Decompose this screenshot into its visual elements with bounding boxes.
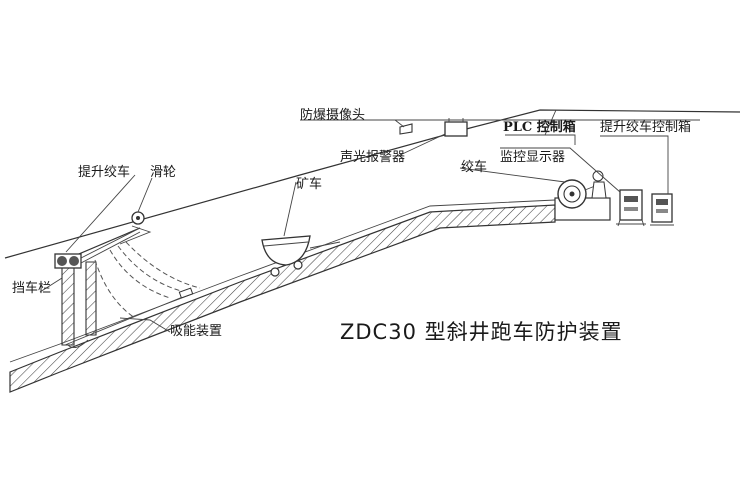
label-mine-car: 矿车	[296, 176, 322, 192]
label-monitor: 监控显示器	[500, 150, 565, 165]
winch-station-drawing	[554, 170, 611, 221]
roof-line	[4, 109, 741, 259]
label-explosion-camera: 防爆摄像头	[300, 107, 365, 123]
label-energy-absorber: 吸能装置	[170, 324, 222, 339]
incline-track	[9, 199, 556, 393]
label-plc-box: PLC 控制箱	[503, 119, 576, 135]
diagram-title: ZDC30 型斜井跑车防护装置	[340, 320, 623, 344]
label-winch: 绞车	[461, 159, 487, 175]
label-car-barrier: 挡车栏	[12, 280, 51, 296]
audible-alarm-drawing	[444, 118, 468, 137]
label-hoist-control-box: 提升绞车控制箱	[600, 119, 691, 135]
energy-absorber-drawing	[64, 287, 194, 346]
barrier-swing-arcs	[94, 241, 201, 319]
pulley-drawing	[119, 211, 152, 245]
label-pulley: 滑轮	[150, 165, 176, 180]
hoist-winch-drawing	[54, 227, 141, 269]
label-hoist-winch: 提升绞车	[78, 164, 130, 180]
leader-lines	[39, 109, 700, 333]
plc-box-drawing	[616, 189, 646, 227]
mine-car-drawing	[261, 235, 341, 277]
label-audible-alarm: 声光报警器	[340, 149, 405, 165]
hoist-control-box-drawing	[650, 193, 674, 226]
